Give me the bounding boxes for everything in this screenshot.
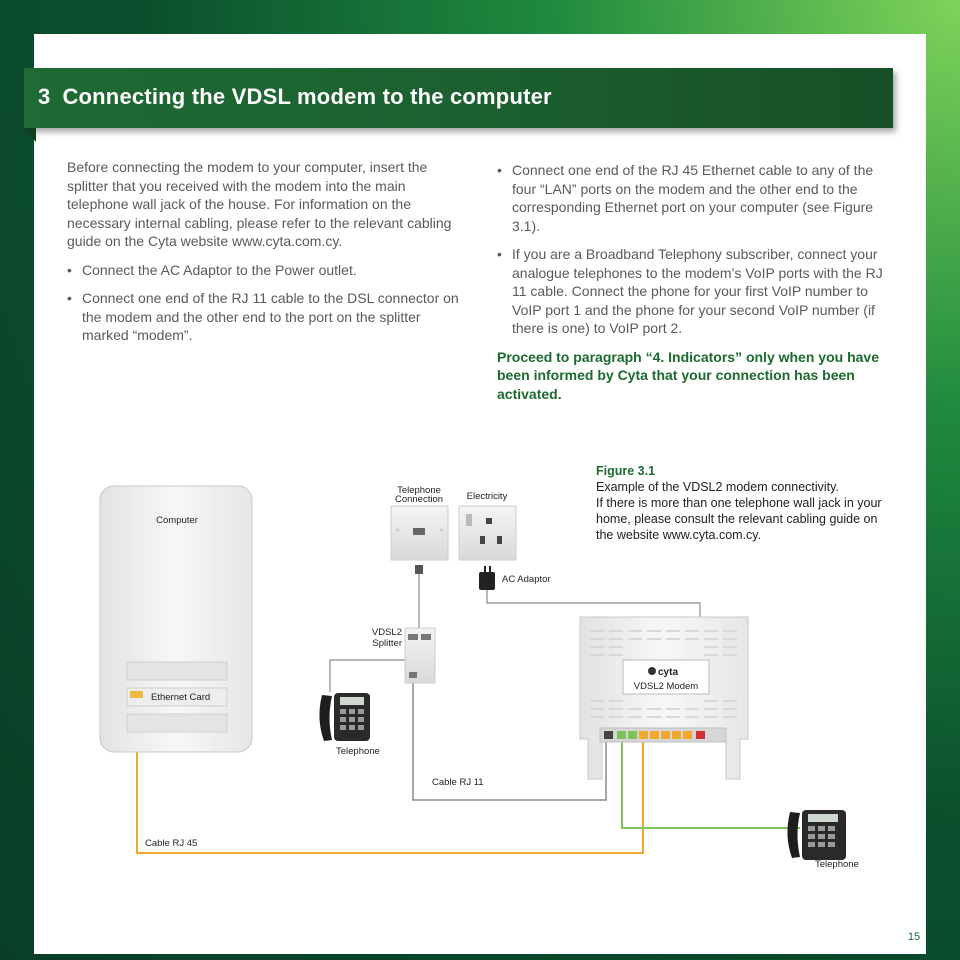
svg-text:^: ^ <box>440 529 444 536</box>
telephone-wall-jack[interactable]: ^ ^ <box>390 505 449 574</box>
telephone-left[interactable] <box>319 693 370 741</box>
drive-bay-2 <box>126 713 228 733</box>
drive-bay-1 <box>126 661 228 681</box>
splitter-label-1: VDSL2 <box>372 627 402 638</box>
bullet-rj45: Connect one end of the RJ 45 Ethernet ca… <box>497 161 897 235</box>
activation-note: Proceed to paragraph “4. Indicators” onl… <box>497 348 879 402</box>
electricity-label: Electricity <box>467 491 508 502</box>
phone-socket-icon <box>413 528 425 535</box>
page-number: 15 <box>902 926 926 948</box>
ethernet-port[interactable] <box>130 691 143 698</box>
vdsl2-modem[interactable]: cyta VDSL2 Modem <box>579 616 749 780</box>
cable-rj45-label: Cable RJ 45 <box>145 838 197 849</box>
telephone-left-label: Telephone <box>336 746 380 757</box>
cable-rj45[interactable] <box>136 700 644 854</box>
left-column: Before connecting the modem to your comp… <box>67 158 467 355</box>
port-voip1[interactable] <box>617 731 626 739</box>
figure-title: Figure 3.1 <box>596 464 656 478</box>
right-column: Connect one end of the RJ 45 Ethernet ca… <box>497 161 897 403</box>
chapter-banner <box>24 68 893 128</box>
vdsl2-splitter[interactable] <box>404 627 436 684</box>
handset-icon-right <box>787 812 800 858</box>
telephone-connection-label-1: Telephone <box>397 485 441 496</box>
cable-rj11-label: Cable RJ 11 <box>432 777 484 788</box>
figure-line-1: Example of the VDSL2 modem connectivity. <box>596 480 839 494</box>
port-lan5[interactable] <box>683 731 692 739</box>
cable-rj11-modem[interactable] <box>412 683 607 801</box>
splitter-label-2: Splitter <box>372 638 402 649</box>
port-lan4[interactable] <box>672 731 681 739</box>
telephone-right-label: Telephone <box>815 859 859 870</box>
chapter-heading: 3 Connecting the VDSL modem to the comput… <box>38 84 552 110</box>
port-voip2[interactable] <box>628 731 637 739</box>
modem-label-plate <box>622 659 710 695</box>
figure-line-2: If there is more than one telephone wall… <box>596 496 882 542</box>
telephone-right[interactable] <box>787 810 846 860</box>
bullet-ac-adaptor: Connect the AC Adaptor to the Power outl… <box>67 261 467 280</box>
telephone-connection-label-2: Connection <box>395 494 443 505</box>
computer-label: Computer <box>156 515 198 526</box>
power-socket[interactable] <box>458 505 517 561</box>
chapter-banner-fold <box>24 128 36 142</box>
cable-phone-right[interactable] <box>621 735 800 829</box>
rj11-plug-icon <box>415 565 423 574</box>
port-dsl[interactable] <box>604 731 613 739</box>
intro-paragraph: Before connecting the modem to your comp… <box>67 159 452 249</box>
svg-text:^: ^ <box>396 529 400 536</box>
port-power[interactable] <box>696 731 705 739</box>
cyta-logo-icon <box>648 667 656 675</box>
bullet-voip: If you are a Broadband Telephony subscri… <box>497 245 897 338</box>
chapter-number: 3 <box>38 84 51 109</box>
computer-tower[interactable]: Computer Ethernet Card <box>99 485 253 753</box>
ac-adaptor[interactable] <box>479 566 495 590</box>
bullet-rj11: Connect one end of the RJ 11 cable to th… <box>67 289 467 345</box>
chapter-title: Connecting the VDSL modem to the compute… <box>62 84 552 109</box>
handset-icon <box>319 695 332 741</box>
port-lan3[interactable] <box>661 731 670 739</box>
modem-label: VDSL2 Modem <box>634 681 699 692</box>
ethernet-card-label: Ethernet Card <box>151 692 210 703</box>
figure-caption: Figure 3.1 Example of the VDSL2 modem co… <box>596 463 896 543</box>
port-lan2[interactable] <box>650 731 659 739</box>
ac-adaptor-label: AC Adaptor <box>502 574 551 585</box>
ethernet-card[interactable] <box>126 687 228 707</box>
power-switch-icon <box>466 514 472 526</box>
modem-brand: cyta <box>658 667 678 678</box>
port-lan1[interactable] <box>639 731 648 739</box>
